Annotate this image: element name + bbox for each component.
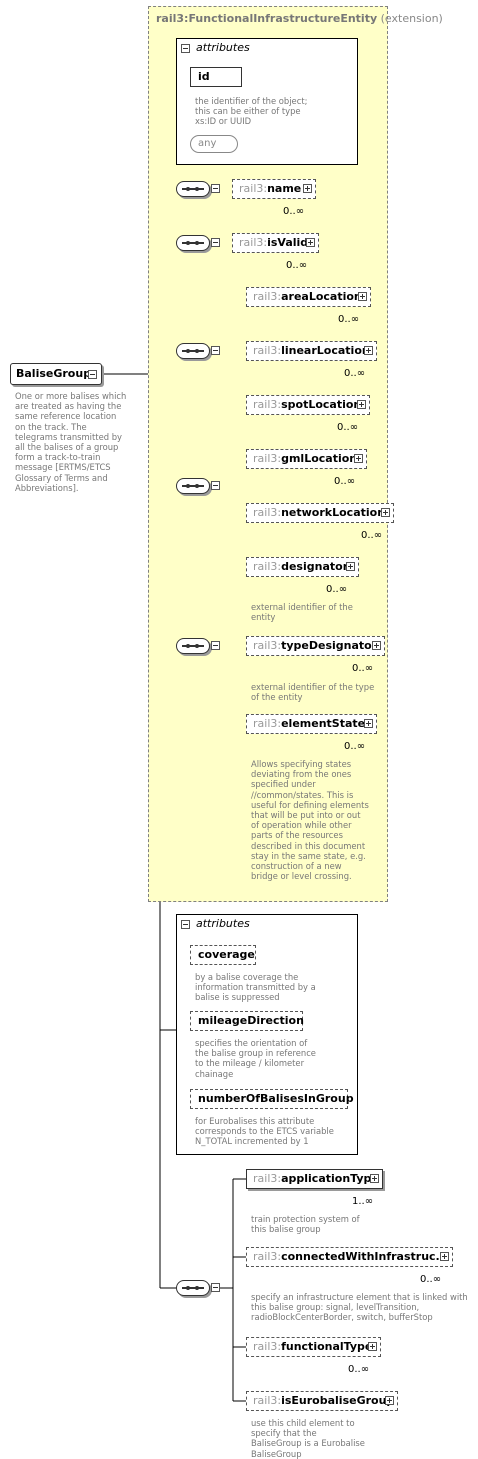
expand-icon[interactable] [440,1252,449,1261]
attributes-header: attributes [196,917,250,930]
element-documentation: train protection system of this balise g… [251,1214,360,1235]
attribute-id-documentation: the identifier of the object; this can b… [195,96,308,127]
root-element-balisegroup[interactable]: BaliseGroup [10,363,102,385]
expand-icon[interactable] [381,508,390,517]
attribute-id[interactable]: id [190,67,242,87]
multiplicity: 0..∞ [338,314,360,325]
attribute-coverage[interactable]: coverage [190,945,256,965]
multiplicity: 0..∞ [326,584,348,595]
sequence-connector [176,343,210,359]
attribute-documentation: specifies the orientation of the balise … [195,1038,316,1079]
element-linearlocation[interactable]: rail3:linearLocation [246,341,377,361]
element-name[interactable]: rail3:name [232,179,316,199]
element-applicationtype[interactable]: rail3:applicationType [246,1169,383,1189]
element-documentation: Allows specifying states deviating from … [251,759,369,882]
root-element-label: BaliseGroup [16,367,92,380]
collapse-icon[interactable] [211,481,220,490]
element-isvalid[interactable]: rail3:isValid [232,233,319,253]
attribute-mileagedirection[interactable]: mileageDirection [190,1011,304,1031]
sequence-connector [176,638,210,654]
element-arealocation[interactable]: rail3:areaLocation [246,287,371,307]
collapse-icon[interactable] [211,641,220,650]
attribute-numberofbalisesingroup[interactable]: numberOfBalisesInGroup [190,1089,354,1109]
attribute-documentation: for Eurobalises this attribute correspon… [195,1116,334,1147]
multiplicity: 0..∞ [344,368,366,379]
element-documentation: use this child element to specify that t… [251,1418,365,1459]
element-typedesignator[interactable]: rail3:typeDesignator [246,636,385,656]
sequence-connector [176,478,210,494]
multiplicity: 0..∞ [361,530,383,541]
expand-icon[interactable] [357,400,366,409]
extension-title[interactable]: rail3:FunctionalInfrastructureEntity (ex… [156,12,443,25]
expand-icon[interactable] [346,562,355,571]
element-documentation: specify an infrastructure element that i… [251,1292,468,1323]
expand-icon[interactable] [372,641,381,650]
multiplicity: 0..∞ [420,1274,442,1285]
multiplicity: 1..∞ [352,1196,374,1207]
collapse-icon[interactable] [88,370,97,379]
element-networklocation[interactable]: rail3:networkLocation [246,503,394,523]
sequence-connector [176,235,210,251]
element-connectedwithinfrastructure[interactable]: rail3:connectedWithInfrastruc... [246,1247,453,1267]
expand-icon[interactable] [370,1174,379,1183]
collapse-icon[interactable] [181,44,190,53]
element-spotlocation[interactable]: rail3:spotLocation [246,395,370,415]
attribute-any-wildcard[interactable]: any [190,135,238,153]
multiplicity: 0..∞ [334,476,356,487]
collapse-icon[interactable] [211,1283,220,1292]
element-documentation: external identifier of the type of the e… [251,682,375,703]
element-gmllocation[interactable]: rail3:gmlLocation [246,449,367,469]
expand-icon[interactable] [354,454,363,463]
expand-icon[interactable] [368,1342,377,1351]
root-documentation: One or more balises which are treated as… [15,391,127,493]
collapse-icon[interactable] [211,238,220,247]
sequence-connector [176,181,210,197]
attributes-header: attributes [196,41,250,54]
expand-icon[interactable] [364,719,373,728]
attribute-documentation: by a balise coverage the information tra… [195,972,316,1003]
collapse-icon[interactable] [181,920,190,929]
multiplicity: 0..∞ [344,741,366,752]
sequence-connector [176,1280,210,1296]
collapse-icon[interactable] [211,346,220,355]
element-designator[interactable]: rail3:designator [246,557,359,577]
expand-icon[interactable] [306,238,315,247]
expand-icon[interactable] [358,292,367,301]
expand-icon[interactable] [385,1396,394,1405]
multiplicity: 0..∞ [352,663,374,674]
element-functionaltype[interactable]: rail3:functionalType [246,1337,381,1357]
multiplicity: 0..∞ [286,260,308,271]
multiplicity: 0..∞ [283,206,305,217]
element-elementstate[interactable]: rail3:elementState [246,714,377,734]
expand-icon[interactable] [364,346,373,355]
collapse-icon[interactable] [211,184,220,193]
multiplicity: 0..∞ [337,422,359,433]
expand-icon[interactable] [303,184,312,193]
multiplicity: 0..∞ [348,1364,370,1375]
element-documentation: external identifier of the entity [251,602,353,623]
element-iseurobalisegroup[interactable]: rail3:isEurobaliseGroup [246,1391,398,1411]
